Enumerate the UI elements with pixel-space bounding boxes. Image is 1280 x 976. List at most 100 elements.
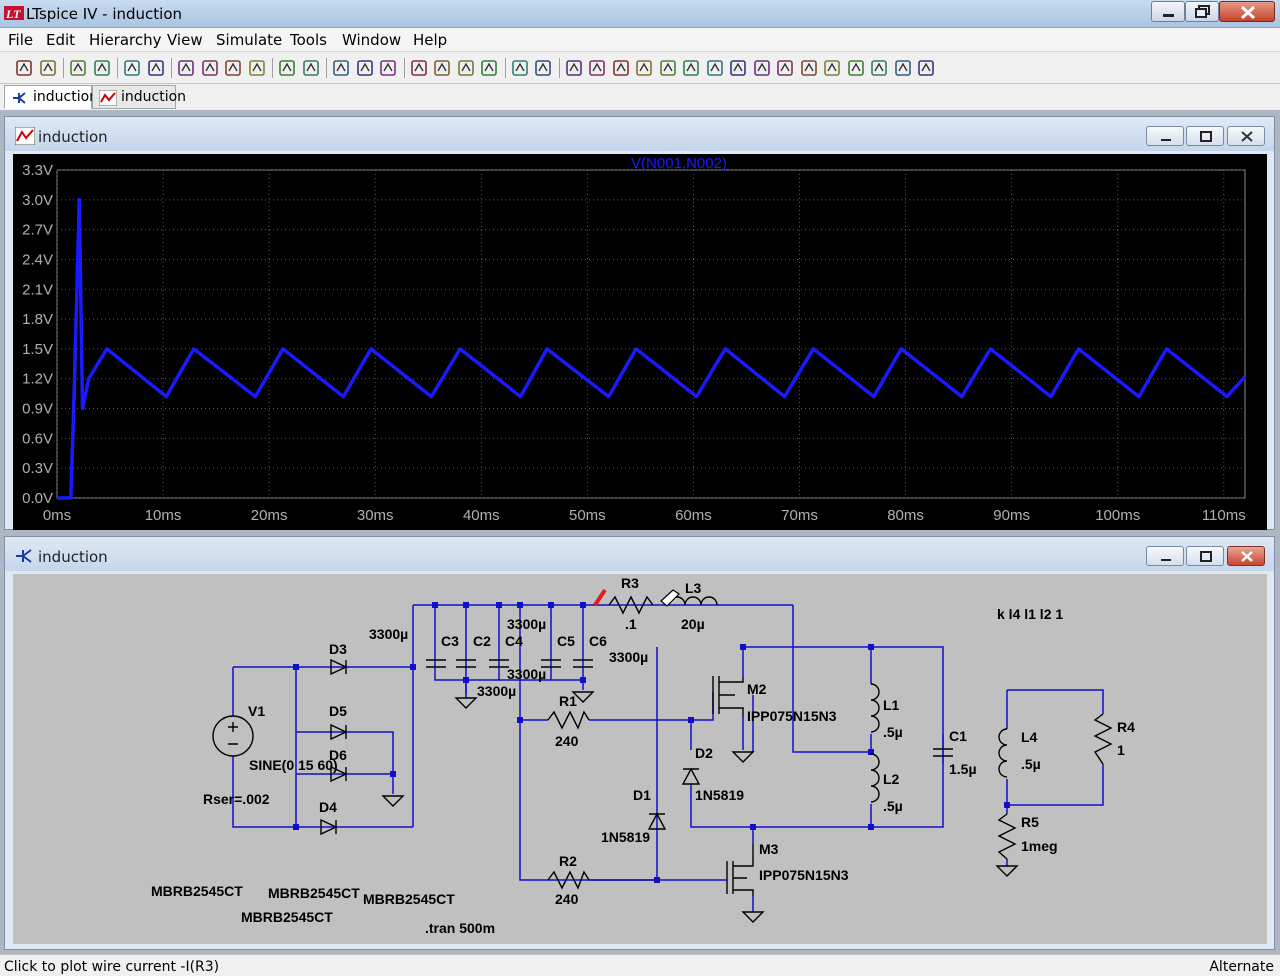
draw-wire-icon (565, 60, 582, 76)
schematic-window-titlebar[interactable]: induction (5, 537, 1274, 571)
cascade-button[interactable] (355, 58, 375, 78)
print-icon (535, 60, 551, 76)
label-l1: L1 (883, 697, 900, 713)
text-button[interactable] (893, 58, 913, 78)
run-button[interactable] (122, 58, 142, 78)
y-tick-label: 3.3V (22, 162, 53, 179)
toolbar (0, 52, 1280, 84)
drag-button[interactable] (775, 58, 795, 78)
halt-button[interactable] (146, 58, 166, 78)
new-schematic-button[interactable] (14, 58, 34, 78)
pencil-cursor-icon (660, 589, 680, 607)
label-net-button[interactable] (611, 58, 631, 78)
tile-horizontal-button[interactable] (331, 58, 351, 78)
close-icon (1240, 5, 1256, 20)
ground-symbol (731, 751, 755, 763)
save-button[interactable] (68, 58, 88, 78)
label-diode-part: MBRB2545CT (151, 883, 243, 899)
text-icon (894, 60, 911, 76)
cap-c5-symbol (541, 659, 561, 668)
tile-horizontal-icon (333, 60, 349, 76)
ground-button[interactable] (587, 58, 607, 78)
x-tick-label: 70ms (781, 507, 818, 524)
tab-schematic-induction[interactable]: induction (4, 85, 98, 109)
menu-view[interactable]: View (167, 31, 203, 49)
schematic-minimize-button[interactable] (1146, 546, 1184, 566)
move-button[interactable] (752, 58, 772, 78)
x-tick-label: 100ms (1095, 507, 1140, 524)
zoom-cancel-button[interactable] (247, 58, 267, 78)
menu-help[interactable]: Help (413, 31, 448, 49)
close-all-button[interactable] (378, 58, 398, 78)
find-button[interactable] (479, 58, 499, 78)
junction-dot (1004, 802, 1010, 808)
grid-button[interactable] (301, 58, 321, 78)
junction-dot (548, 602, 554, 608)
copy-button[interactable] (432, 58, 452, 78)
paste-button[interactable] (456, 58, 476, 78)
rotate-button[interactable] (846, 58, 866, 78)
menu-simulate[interactable]: Simulate (216, 31, 283, 49)
cut-button[interactable] (409, 58, 429, 78)
capacitor-button[interactable] (658, 58, 678, 78)
menu-window[interactable]: Window (342, 31, 402, 49)
waveform-window-title: induction (38, 128, 108, 146)
restore-icon (1200, 551, 1212, 562)
waveform-minimize-button[interactable] (1146, 126, 1184, 146)
minimize-button[interactable] (1151, 1, 1185, 22)
resistor-r1-symbol (547, 710, 590, 730)
resistor-button[interactable] (634, 58, 654, 78)
autoscale-button[interactable] (277, 58, 297, 78)
tab-waveform-induction[interactable]: induction (92, 85, 186, 109)
draw-wire-button[interactable] (564, 58, 584, 78)
schematic-close-button[interactable] (1227, 546, 1265, 566)
pan-button[interactable] (200, 58, 220, 78)
junction-dots (293, 602, 1010, 883)
resistor-r4-symbol (1093, 713, 1113, 765)
y-tick-label: 2.7V (22, 222, 53, 239)
ground-symbol (995, 865, 1019, 877)
plot-frame (56, 169, 1246, 499)
ground-symbol (381, 795, 405, 807)
print-button[interactable] (533, 58, 553, 78)
zoom-in-button[interactable] (176, 58, 196, 78)
resistor-icon (636, 60, 652, 76)
schematic-drawing[interactable]: R3 .1 L3 20µ k l4 l1 l2 1 3300µ C3 C2 C4… (13, 574, 1267, 944)
zoom-out-button[interactable] (223, 58, 243, 78)
open-button[interactable] (38, 58, 58, 78)
rotate-icon (847, 60, 864, 76)
undo-button[interactable] (799, 58, 819, 78)
zoom-out-icon (225, 60, 241, 76)
inductor-button[interactable] (681, 58, 701, 78)
spice-directive-button[interactable] (916, 58, 936, 78)
waveform-close-button[interactable] (1227, 126, 1265, 146)
junction-dot (654, 877, 660, 883)
schematic-restore-button[interactable] (1186, 546, 1224, 566)
waveform-restore-button[interactable] (1186, 126, 1224, 146)
menu-file[interactable]: File (8, 31, 34, 49)
diode-d4-symbol (320, 818, 338, 836)
waveform-window-titlebar[interactable]: induction (5, 117, 1274, 151)
component-button[interactable] (728, 58, 748, 78)
control-panel-button[interactable] (92, 58, 112, 78)
schematic-wires[interactable] (232, 604, 1104, 912)
diode-button[interactable] (705, 58, 725, 78)
cap-c6-symbol (573, 659, 593, 668)
schematic-components[interactable] (212, 595, 1113, 923)
restore-button[interactable] (1185, 1, 1219, 22)
schematic-canvas[interactable]: R3 .1 L3 20µ k l4 l1 l2 1 3300µ C3 C2 C4… (13, 574, 1267, 944)
close-button[interactable] (1219, 1, 1275, 22)
menu-edit[interactable]: Edit (46, 31, 76, 49)
print-setup-button[interactable] (510, 58, 530, 78)
junction-dot (868, 644, 874, 650)
mirror-button[interactable] (869, 58, 889, 78)
label-r4: R4 (1117, 719, 1135, 735)
redo-button[interactable] (822, 58, 842, 78)
cap-c3-symbol (426, 659, 446, 668)
waveform-chart[interactable]: 0.0V0.3V0.6V0.9V1.2V1.5V1.8V2.1V2.4V2.7V… (13, 154, 1267, 530)
move-icon (753, 60, 770, 76)
menu-hierarchy[interactable]: Hierarchy (89, 31, 162, 49)
menu-tools[interactable]: Tools (290, 31, 327, 49)
